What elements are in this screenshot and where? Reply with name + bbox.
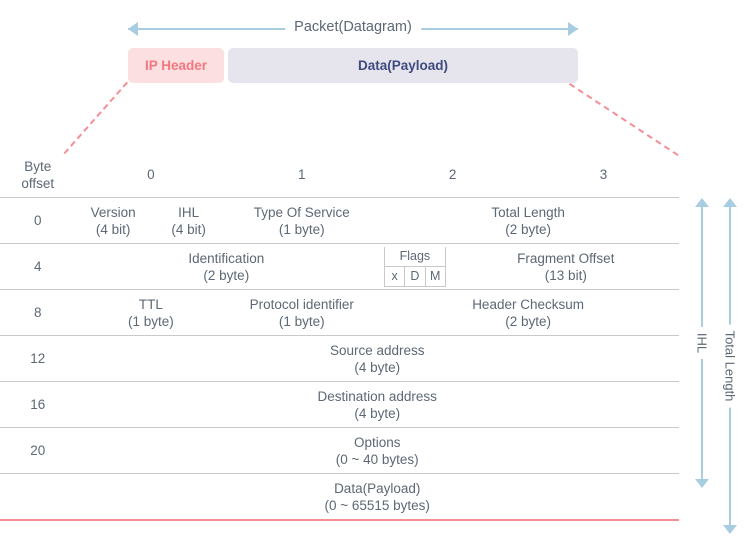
- field-type-of-service: Type Of Service (1 byte): [226, 197, 378, 244]
- arrow-head-down-icon: [723, 525, 737, 534]
- table-row: Data(Payload) (0 ~ 65515 bytes): [0, 473, 679, 521]
- column-header-3: 3: [528, 152, 679, 198]
- field-size: (4 byte): [354, 359, 401, 375]
- field-destination-address: Destination address (4 byte): [75, 381, 679, 428]
- field-name: Header Checksum: [472, 296, 584, 312]
- flag-bit-x: x: [383, 265, 406, 287]
- flags-label: Flags: [383, 246, 446, 267]
- field-identification: Identification (2 byte): [75, 243, 378, 290]
- field-total-length: Total Length (2 byte): [377, 197, 679, 244]
- flags-subtable: Flags x D M: [383, 246, 446, 287]
- data-payload-box: Data(Payload): [228, 48, 578, 83]
- field-size: (1 byte): [127, 313, 174, 329]
- packet-span-arrow: Packet(Datagram): [128, 16, 578, 40]
- byte-offset-8: 8: [0, 289, 76, 336]
- byte-offset-4: 4: [0, 243, 76, 290]
- arrow-head-left-icon: [128, 22, 138, 36]
- ip-header-field-table: Byte offset 0 1 2 3 0 Version (4 bit) IH…: [0, 152, 679, 521]
- column-header-1: 1: [226, 152, 378, 198]
- packet-arrow-label: Packet(Datagram): [285, 16, 421, 38]
- byte-offset-16: 16: [0, 381, 76, 428]
- field-size: (2 byte): [505, 221, 551, 237]
- arrow-head-right-icon: [568, 22, 578, 36]
- field-size: (4 bit): [95, 221, 131, 237]
- ip-header-box: IP Header: [128, 48, 224, 83]
- field-header-checksum: Header Checksum (2 byte): [377, 289, 679, 336]
- field-name: Data(Payload): [334, 480, 421, 496]
- field-size: (2 byte): [505, 313, 551, 329]
- total-length-arrow-label: Total Length: [718, 324, 742, 408]
- field-size: (4 byte): [354, 405, 401, 421]
- table-row: 12 Source address (4 byte): [0, 335, 679, 382]
- field-name: TTL: [138, 296, 163, 312]
- field-size: (1 byte): [278, 221, 325, 237]
- connector-dashed-right: [568, 83, 679, 157]
- table-row: 8 TTL (1 byte) Protocol identifier (1 by…: [0, 289, 679, 336]
- flags-bits-row: x D M: [383, 265, 446, 287]
- field-source-address: Source address (4 byte): [75, 335, 679, 382]
- field-options: Options (0 ~ 40 bytes): [75, 427, 679, 474]
- field-name: Identification: [188, 250, 265, 266]
- table-row: 4 Identification (2 byte) Flags x D M: [0, 243, 679, 290]
- field-name: Type Of Service: [253, 204, 350, 220]
- arrow-head-down-icon: [695, 479, 709, 488]
- flags-header-row: Flags: [383, 246, 446, 267]
- field-name: Source address: [329, 342, 425, 358]
- arrow-head-up-icon: [723, 198, 737, 207]
- field-size: (2 byte): [203, 267, 250, 283]
- flag-bit-d: D: [404, 265, 426, 287]
- field-fragment-offset: Fragment Offset (13 bit): [452, 243, 679, 290]
- byte-offset-header-line2: offset: [21, 175, 55, 191]
- table-column-header-row: Byte offset 0 1 2 3: [0, 152, 679, 198]
- table-row: 0 Version (4 bit) IHL (4 bit) Type Of Se…: [0, 197, 679, 244]
- arrow-head-up-icon: [695, 198, 709, 207]
- field-name: Destination address: [317, 388, 437, 404]
- total-length-span-arrow: Total Length: [718, 198, 742, 534]
- field-ihl: IHL (4 bit): [150, 197, 227, 244]
- field-name: Protocol identifier: [249, 296, 354, 312]
- field-size: (4 bit): [171, 221, 206, 237]
- field-name: Version: [90, 204, 136, 220]
- field-data-payload: Data(Payload) (0 ~ 65515 bytes): [75, 473, 679, 521]
- table-row: 16 Destination address (4 byte): [0, 381, 679, 428]
- ihl-span-arrow: IHL: [690, 198, 714, 488]
- field-ttl: TTL (1 byte): [75, 289, 227, 336]
- byte-offset-20: 20: [0, 427, 76, 474]
- byte-offset-header: Byte offset: [0, 152, 76, 198]
- byte-offset-0: 0: [0, 197, 76, 244]
- ip-header-label: IP Header: [144, 58, 208, 73]
- field-size: (0 ~ 40 bytes): [335, 451, 419, 467]
- column-header-2: 2: [377, 152, 529, 198]
- byte-offset-12: 12: [0, 335, 76, 382]
- field-name: Fragment Offset: [517, 250, 615, 266]
- connector-dashed-left: [63, 81, 128, 155]
- field-protocol-identifier: Protocol identifier (1 byte): [226, 289, 378, 336]
- byte-offset-header-line1: Byte: [24, 158, 52, 174]
- field-version: Version (4 bit): [75, 197, 151, 244]
- byte-offset-payload: [0, 473, 76, 521]
- field-name: Options: [353, 434, 401, 450]
- column-header-0: 0: [75, 152, 227, 198]
- table-row: 20 Options (0 ~ 40 bytes): [0, 427, 679, 474]
- field-size: (13 bit): [544, 267, 587, 283]
- field-size: (1 byte): [278, 313, 325, 329]
- ihl-arrow-label: IHL: [690, 326, 714, 360]
- field-name: Total Length: [491, 204, 565, 220]
- field-name: IHL: [178, 204, 200, 220]
- data-payload-label: Data(Payload): [357, 58, 449, 73]
- field-size: (0 ~ 65515 bytes): [324, 497, 430, 513]
- field-flags: Flags x D M: [377, 243, 453, 290]
- flag-bit-m: M: [424, 265, 446, 287]
